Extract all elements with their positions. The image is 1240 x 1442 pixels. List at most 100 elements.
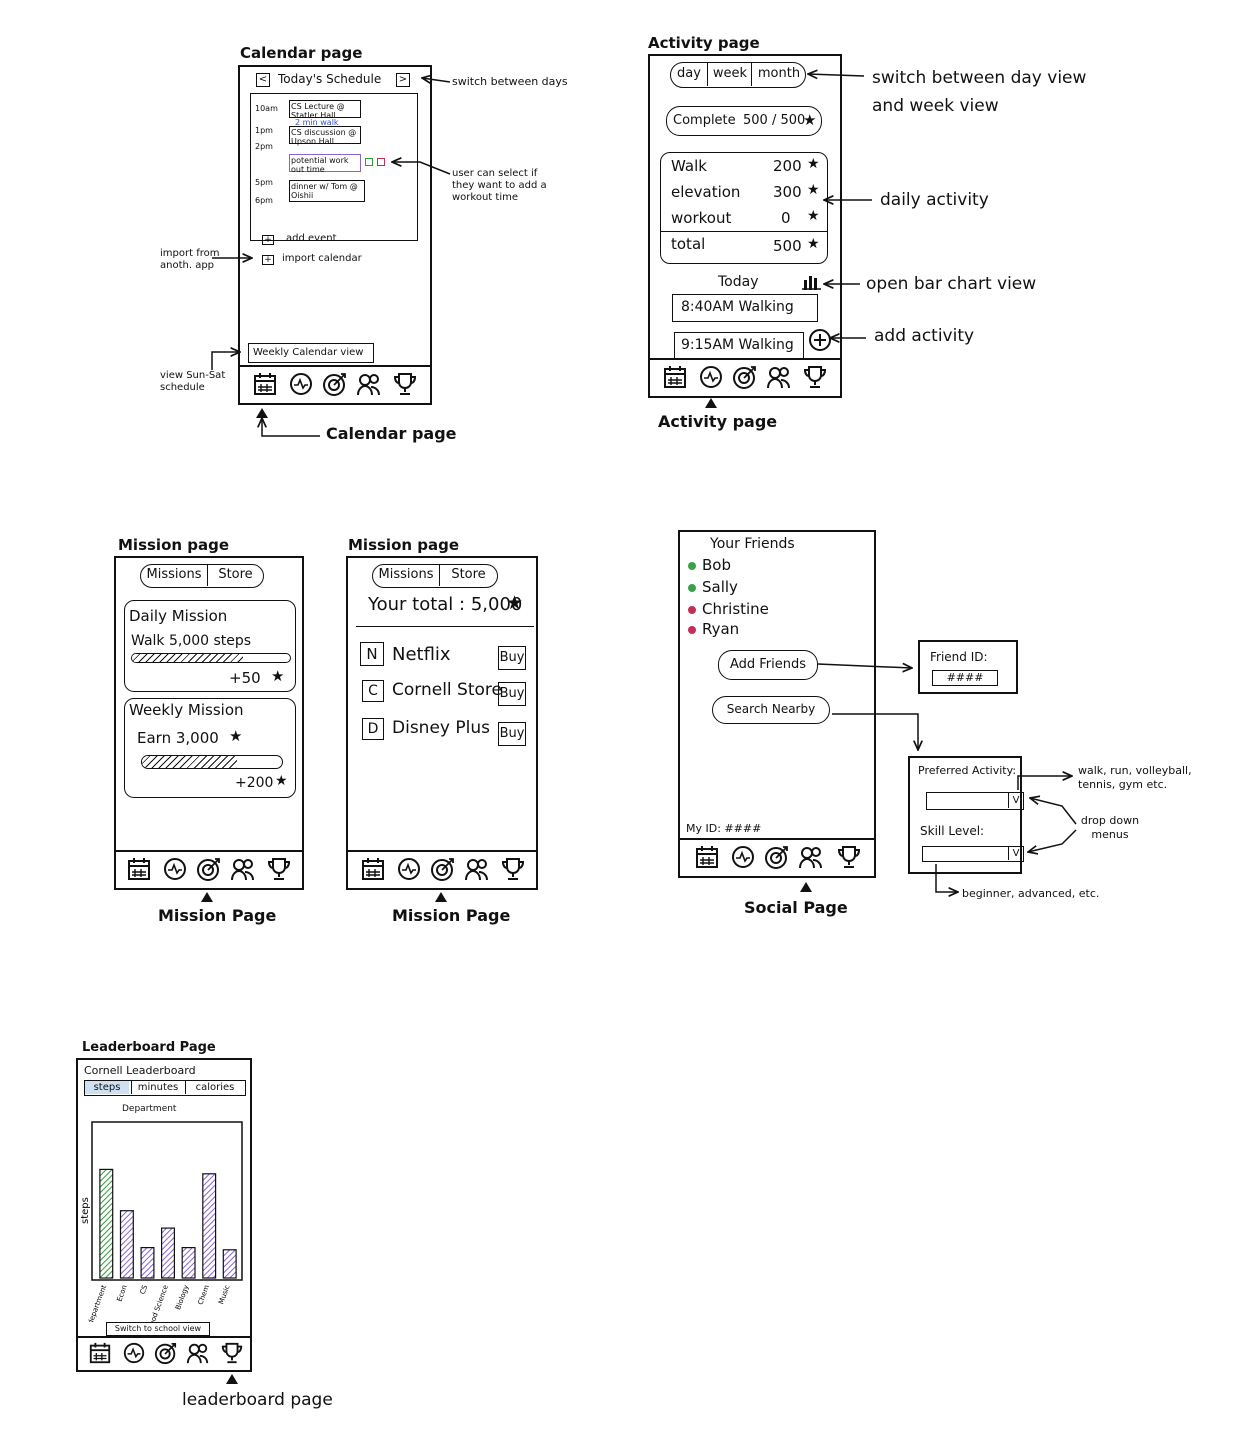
activity-icon[interactable] — [288, 371, 314, 397]
search-nearby-button[interactable]: Search Nearby — [712, 696, 830, 724]
status-dot — [688, 626, 696, 634]
view-week-note: view Sun-Sat schedule — [160, 370, 226, 393]
friends-icon[interactable] — [464, 856, 490, 882]
star-icon — [275, 773, 288, 789]
tab-store[interactable]: Store — [451, 567, 486, 582]
target-icon[interactable] — [430, 856, 456, 882]
activity-icon[interactable] — [162, 856, 188, 882]
event-item[interactable]: CS discussion @ Upson Hall — [289, 126, 361, 146]
import-calendar-link[interactable]: import calendar — [282, 253, 362, 264]
tab-day[interactable]: day — [677, 66, 701, 81]
trophy-icon[interactable] — [500, 856, 526, 882]
friend-id-input[interactable]: #### — [932, 670, 998, 686]
tab-week[interactable]: week — [707, 63, 752, 86]
mission-tabs: Missions Store — [140, 564, 264, 588]
friend-name[interactable]: Sally — [702, 578, 738, 596]
bar-food-science — [160, 1227, 175, 1279]
search-nearby-popup: Preferred Activity: V Skill Level: V — [908, 756, 1024, 874]
buy-button[interactable]: Buy — [498, 682, 526, 706]
target-icon[interactable] — [764, 844, 790, 870]
daily-progress-bar — [131, 653, 291, 663]
friends-icon[interactable] — [186, 1341, 210, 1365]
bar-my-department — [99, 1168, 114, 1279]
activity-icon[interactable] — [396, 856, 422, 882]
star-icon — [807, 182, 820, 198]
bar-chart-icon[interactable] — [802, 274, 822, 290]
buy-button[interactable]: Buy — [498, 722, 526, 746]
friend-name[interactable]: Bob — [702, 556, 731, 574]
activity-icon[interactable] — [730, 844, 756, 870]
activity-row-label: workout — [671, 209, 732, 227]
star-icon — [803, 111, 816, 129]
activity-entry[interactable]: 8:40AM Walking — [672, 294, 818, 322]
weekly-mission-task: Earn 3,000 — [137, 729, 219, 747]
add-activity-icon[interactable] — [808, 328, 832, 352]
plus-icon[interactable]: + — [262, 255, 274, 265]
social-caption: Social Page — [744, 898, 848, 917]
calendar-icon[interactable] — [88, 1341, 112, 1365]
friends-icon[interactable] — [798, 844, 824, 870]
event-item[interactable]: dinner w/ Tom @ Oishii — [289, 180, 365, 202]
tab-month[interactable]: month — [751, 63, 806, 86]
activity-row-value: 200 — [773, 157, 802, 175]
weekly-calendar-button[interactable]: Weekly Calendar view — [248, 343, 374, 363]
calendar-icon[interactable] — [662, 364, 688, 390]
event-item[interactable]: CS Lecture @ Statler Hall — [289, 100, 361, 120]
add-event-link[interactable]: add event — [286, 233, 337, 244]
activity-entry[interactable]: 9:15AM Walking — [674, 332, 804, 360]
tab-missions[interactable]: Missions — [141, 565, 208, 586]
friend-name[interactable]: Christine — [702, 600, 769, 618]
reject-checkbox[interactable] — [377, 158, 385, 166]
tab-steps[interactable]: steps — [85, 1081, 129, 1094]
event-item-workout[interactable]: potential work out time — [289, 154, 361, 174]
schedule-box: 10am 1pm 2pm 5pm 6pm CS Lecture @ Statle… — [250, 93, 418, 241]
target-icon[interactable] — [322, 371, 348, 397]
plus-icon[interactable]: + — [262, 235, 274, 245]
chart-title: Department — [122, 1104, 177, 1114]
mission-caption: Mission Page — [158, 906, 277, 925]
trophy-icon[interactable] — [836, 844, 862, 870]
next-day-button[interactable]: > — [396, 73, 410, 87]
tab-missions[interactable]: Missions — [373, 565, 440, 586]
target-icon[interactable] — [196, 856, 222, 882]
daily-activity-note: daily activity — [880, 190, 989, 210]
trophy-icon[interactable] — [266, 856, 292, 882]
trophy-icon[interactable] — [220, 1341, 244, 1365]
friends-heading: Your Friends — [710, 536, 795, 552]
calendar-icon[interactable] — [694, 844, 720, 870]
arrow-dropdown-2 — [1028, 829, 1077, 852]
buy-button[interactable]: Buy — [498, 646, 526, 670]
weekly-progress-fill — [142, 756, 238, 768]
calendar-icon[interactable] — [360, 856, 386, 882]
calendar-icon[interactable] — [126, 856, 152, 882]
chevron-down-icon[interactable]: V — [1008, 793, 1023, 808]
daily-reward: +50 — [229, 669, 261, 687]
friends-icon[interactable] — [230, 856, 256, 882]
bottom-nav — [116, 850, 302, 888]
tab-calories[interactable]: calories — [185, 1081, 244, 1094]
accept-checkbox[interactable] — [365, 158, 373, 166]
add-friends-button[interactable]: Add Friends — [718, 650, 818, 680]
skill-level-select[interactable]: V — [922, 846, 1024, 862]
target-icon[interactable] — [154, 1341, 178, 1365]
calendar-title: Calendar page — [240, 44, 363, 62]
friends-icon[interactable] — [766, 364, 792, 390]
friends-icon[interactable] — [356, 371, 382, 397]
switch-view-note: switch between day view and week view — [872, 68, 1087, 116]
trophy-icon[interactable] — [392, 371, 418, 397]
chevron-down-icon[interactable]: V — [1008, 847, 1023, 860]
my-id: My ID: #### — [686, 822, 762, 835]
calendar-icon[interactable] — [252, 371, 278, 397]
trophy-icon[interactable] — [802, 364, 828, 390]
prev-day-button[interactable]: < — [256, 73, 270, 87]
arrow-weekly-view — [211, 352, 240, 370]
switch-school-view-button[interactable]: Switch to school view — [106, 1322, 210, 1336]
tab-minutes[interactable]: minutes — [131, 1081, 184, 1094]
y-axis-label: steps — [80, 1197, 91, 1224]
tab-store[interactable]: Store — [218, 567, 253, 582]
friend-name[interactable]: Ryan — [702, 620, 740, 638]
target-icon[interactable] — [732, 364, 758, 390]
activity-icon[interactable] — [122, 1341, 146, 1365]
activity-icon[interactable] — [698, 364, 724, 390]
preferred-activity-select[interactable]: V — [926, 792, 1024, 810]
